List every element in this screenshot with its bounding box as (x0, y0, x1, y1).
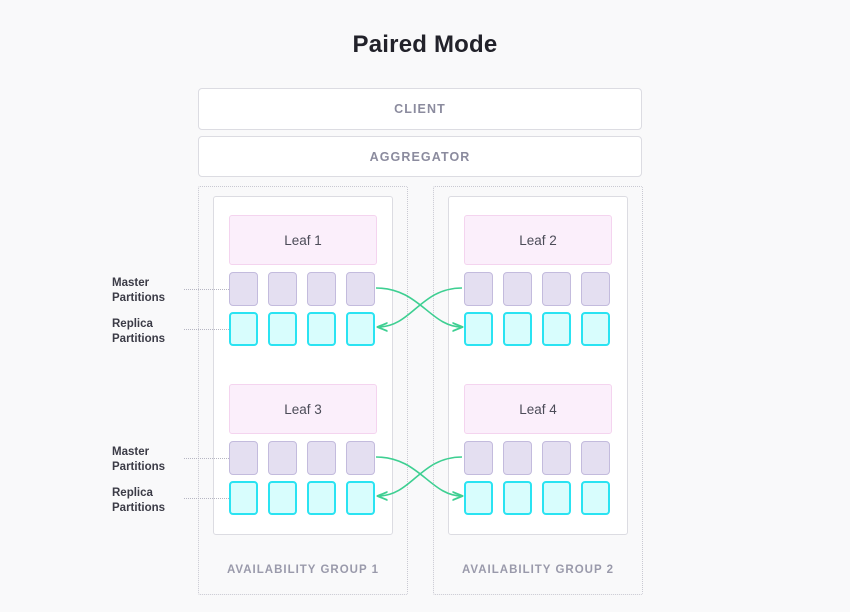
annotation-line-1: Replica (112, 318, 153, 330)
availability-group-2-label: AVAILABILITY GROUP 2 (461, 564, 615, 576)
annotation-line-2: Partitions (112, 502, 166, 514)
leaf-2-label: Leaf 2 (519, 232, 557, 248)
aggregator-label: AGGREGATOR (369, 149, 471, 164)
leaf-4-master-partition-2 (503, 441, 532, 475)
leaf-1-master-partition-1 (229, 272, 258, 306)
leaf-1-master-partition-4 (346, 272, 375, 306)
leaf-3-replica-partition-1 (229, 481, 258, 515)
client-label: CLIENT (394, 102, 446, 116)
annotation-line-2: Partitions (112, 292, 166, 304)
leaf-1-replica-partition-3 (307, 312, 336, 346)
leaf-3-master-partition-1 (229, 441, 258, 475)
leaf-1-replica-partition-2 (268, 312, 297, 346)
annotation-line-1: Replica (112, 487, 153, 499)
leaf-4-replica-partition-1 (464, 481, 493, 515)
leaf-4-master-partition-3 (542, 441, 571, 475)
annotation-line-1: Master (112, 277, 150, 289)
leaf-4-label: Leaf 4 (519, 401, 557, 417)
leaf-3-replica-partition-4 (346, 481, 375, 515)
leaf-3-replica-partition-2 (268, 481, 297, 515)
availability-group-1-label: AVAILABILITY GROUP 1 (226, 564, 380, 576)
leader-line-master-top (184, 289, 229, 290)
annotation-master-partitions-top: Master Partitions (112, 276, 182, 306)
page-title: Paired Mode (352, 31, 498, 58)
leaf-3-master-partition-4 (346, 441, 375, 475)
leader-line-replica-top (184, 329, 229, 330)
client-box: CLIENT (198, 88, 642, 130)
leaf-1-master-partition-2 (268, 272, 297, 306)
leaf-4-replica-partition-3 (542, 481, 571, 515)
leaf-2-replica-partition-2 (503, 312, 532, 346)
leaf-2-box: Leaf 2 (464, 215, 612, 265)
availability-group-1: AVAILABILITY GROUP 1 (198, 186, 408, 595)
leaf-2-replica-partition-3 (542, 312, 571, 346)
aggregator-box: AGGREGATOR (198, 136, 642, 177)
annotation-line-2: Partitions (112, 333, 166, 345)
leaf-3-replica-partition-3 (307, 481, 336, 515)
annotation-replica-partitions-top: Replica Partitions (112, 317, 182, 347)
leaf-1-replica-partition-1 (229, 312, 258, 346)
availability-group-2: AVAILABILITY GROUP 2 (433, 186, 643, 595)
annotation-line-1: Master (112, 446, 150, 458)
leaf-3-master-partition-3 (307, 441, 336, 475)
leaf-2-replica-partition-4 (581, 312, 610, 346)
leaf-1-box: Leaf 1 (229, 215, 377, 265)
leaf-2-master-partition-4 (581, 272, 610, 306)
leaf-4-master-partition-1 (464, 441, 493, 475)
leaf-4-replica-partition-2 (503, 481, 532, 515)
leaf-4-box: Leaf 4 (464, 384, 612, 434)
leader-line-replica-bottom (184, 498, 229, 499)
leaf-3-box: Leaf 3 (229, 384, 377, 434)
leaf-1-label: Leaf 1 (284, 232, 322, 248)
leaf-1-replica-partition-4 (346, 312, 375, 346)
leaf-4-master-partition-4 (581, 441, 610, 475)
annotation-master-partitions-bottom: Master Partitions (112, 445, 182, 475)
annotation-replica-partitions-bottom: Replica Partitions (112, 486, 182, 516)
annotation-line-2: Partitions (112, 461, 166, 473)
leaf-2-master-partition-1 (464, 272, 493, 306)
leaf-2-master-partition-2 (503, 272, 532, 306)
leaf-2-replica-partition-1 (464, 312, 493, 346)
leaf-3-master-partition-2 (268, 441, 297, 475)
leaf-4-replica-partition-4 (581, 481, 610, 515)
leaf-2-master-partition-3 (542, 272, 571, 306)
leaf-3-label: Leaf 3 (284, 401, 322, 417)
leader-line-master-bottom (184, 458, 229, 459)
leaf-1-master-partition-3 (307, 272, 336, 306)
